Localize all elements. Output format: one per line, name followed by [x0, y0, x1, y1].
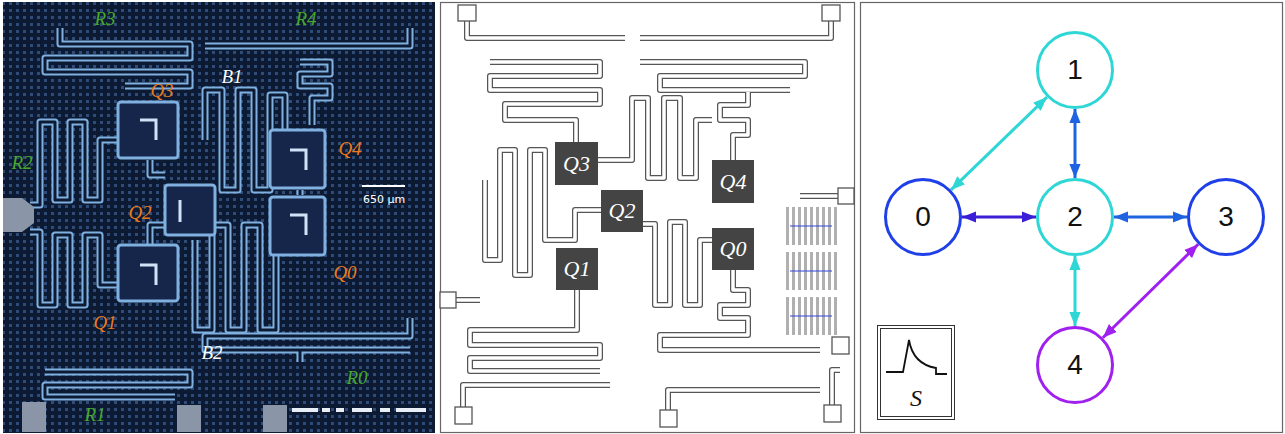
panel-border: [861, 3, 1283, 433]
qubit-box: Q3: [555, 142, 598, 185]
qubit-circle: 3: [1187, 178, 1265, 256]
circle-ring: [1189, 180, 1264, 255]
circle-ring: [886, 180, 961, 255]
node-label: 2: [1067, 203, 1083, 231]
schematic-wire-inner: [456, 21, 840, 410]
circle-ring: [1038, 33, 1113, 108]
qubit-box: Q1: [556, 248, 598, 290]
photo-label: Q0: [333, 263, 356, 282]
node-label: Q2: [609, 200, 636, 222]
photo-label: B1: [221, 67, 242, 86]
photo-label: R3: [94, 9, 115, 28]
qubit-circle: 2: [1036, 178, 1114, 256]
node-label: 1: [1067, 56, 1083, 84]
photo-label: R0: [346, 368, 367, 387]
pad: [838, 188, 854, 204]
circle-ring: [1038, 180, 1113, 255]
coupling-arrow: [1103, 244, 1198, 337]
resonator-outline: [30, 28, 410, 397]
chip-marking: [292, 408, 426, 412]
node-label: Q3: [563, 153, 590, 175]
signal-box: S: [877, 325, 955, 420]
coupling-arrow: [951, 97, 1047, 190]
qubit-pad: [118, 245, 178, 301]
pad: [832, 337, 849, 354]
photo-label: R4: [295, 9, 316, 28]
bond-pad: [22, 402, 46, 432]
ground-plane-holes: [3, 2, 435, 433]
qubit-pad: [165, 185, 215, 235]
coupling-arrow: [962, 216, 1036, 219]
pulse-icon: [886, 340, 947, 374]
qubit-box: Q0: [712, 228, 754, 270]
node-label: 4: [1067, 351, 1083, 379]
node-label: Q1: [564, 258, 591, 280]
qubit-box: Q2: [601, 190, 643, 232]
qubit-circle: 0: [884, 178, 962, 256]
pad: [440, 292, 456, 308]
node-label: 0: [915, 203, 931, 231]
junction-lead: [140, 120, 306, 285]
pad: [455, 407, 472, 424]
node-label: Q4: [720, 171, 747, 193]
qubit-pad: [270, 197, 325, 255]
photo-label: 650 μm: [363, 194, 405, 205]
pad: [822, 5, 840, 21]
coupling-arrow: [1074, 109, 1077, 178]
photo-label: Q1: [93, 313, 116, 332]
circle-ring: [1038, 328, 1113, 403]
qubit-circle: 4: [1036, 326, 1114, 404]
qubit-pad: [118, 102, 178, 158]
photo-label: R1: [84, 405, 105, 424]
node-label: Q0: [720, 238, 747, 260]
photo-label: Q4: [338, 139, 361, 158]
pad: [458, 5, 476, 21]
schematic-wire-outline: [456, 21, 840, 410]
filter-line: [790, 226, 832, 316]
chip-photo: [3, 2, 435, 433]
node-label: S: [910, 386, 922, 410]
coupling-arrow: [1074, 256, 1077, 326]
photo-label: Q2: [128, 203, 151, 222]
coupling-arrow: [1114, 216, 1187, 219]
panel-border: [441, 3, 855, 433]
qubit-box: Q4: [712, 160, 754, 203]
resonator-center: [30, 28, 410, 397]
qubit-circle: 1: [1036, 31, 1114, 109]
node-label: 3: [1218, 203, 1234, 231]
photo-label: Q3: [150, 81, 173, 100]
schematic-pads: [440, 5, 854, 427]
pad: [660, 410, 677, 427]
bond-pad: [263, 405, 287, 432]
port: [3, 198, 34, 232]
scale-bar: [362, 185, 405, 187]
bond-pad: [177, 405, 201, 432]
photo-label: R2: [11, 153, 32, 172]
pad: [824, 405, 841, 422]
photo-label: B2: [201, 343, 222, 362]
qubit-pad: [270, 130, 325, 188]
